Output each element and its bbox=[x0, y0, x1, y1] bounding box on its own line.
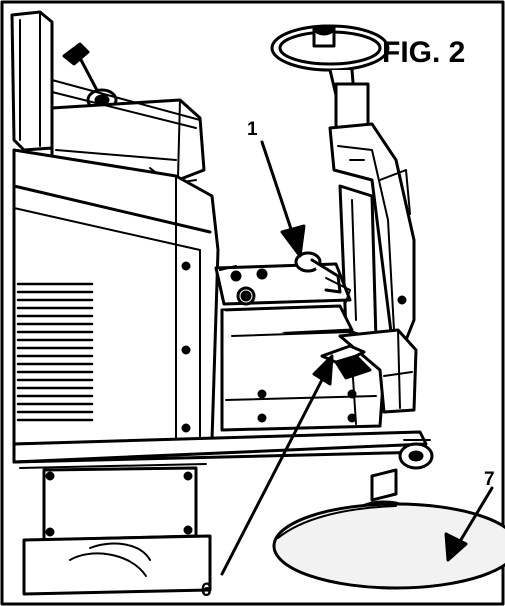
vent-grille bbox=[16, 282, 94, 422]
figure-title: FIG. 2 bbox=[382, 36, 466, 69]
side-brush bbox=[272, 468, 505, 590]
steering-wheel bbox=[270, 24, 390, 72]
seat-rail-lower bbox=[51, 91, 197, 129]
component-1-knob bbox=[294, 251, 351, 303]
steering-column bbox=[328, 68, 370, 132]
chassis-frame bbox=[12, 430, 432, 469]
seat-rail bbox=[51, 79, 201, 121]
callout-label-7: 7 bbox=[484, 469, 495, 490]
side-panel-edge bbox=[351, 199, 357, 321]
callout-arrows bbox=[220, 140, 494, 576]
callout-label-6: 6 bbox=[201, 580, 212, 601]
seat-back bbox=[10, 10, 54, 152]
front-caster bbox=[398, 439, 434, 470]
callout-label-1: 1 bbox=[247, 119, 258, 140]
machine-body bbox=[12, 148, 220, 446]
lower-housing bbox=[22, 466, 212, 596]
ignition-lever bbox=[62, 42, 118, 112]
